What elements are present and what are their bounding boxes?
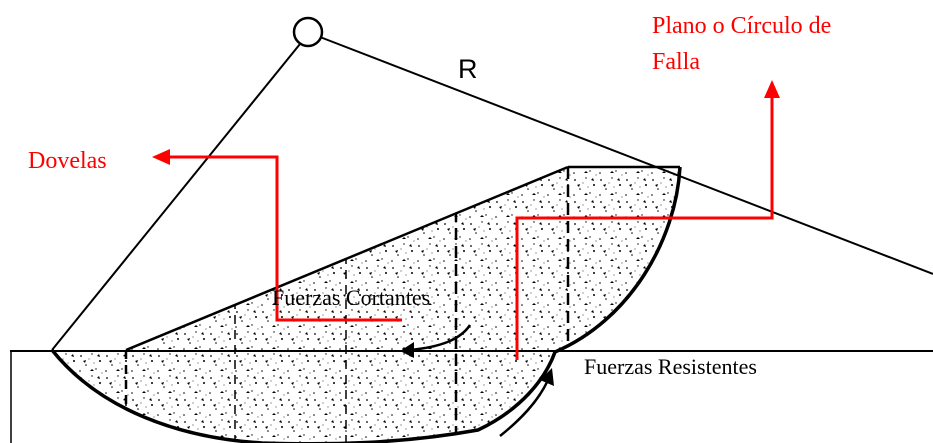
sliding-soil-mass (52, 167, 680, 443)
radius-line-right (319, 36, 933, 275)
radius-label: R (458, 54, 478, 84)
slices-label: Dovelas (28, 148, 107, 174)
shear-forces-label: Fuerzas Cortantes (272, 285, 431, 310)
slope-face-line (125, 165, 569, 352)
resisting-forces-label: Fuerzas Resistentes (584, 354, 757, 379)
slices-pointer-arrowhead (152, 149, 170, 165)
failure-plane-pointer-arrowhead (764, 80, 780, 98)
radius-line-left (51, 43, 301, 351)
failure-plane-pointer-line (515, 96, 774, 360)
circle-center-marker (292, 16, 324, 48)
shear-force-arrowhead (400, 342, 414, 358)
resisting-force-arrowhead (540, 368, 554, 386)
failure-plane-label-line1: Plano o Círculo de (652, 13, 832, 39)
failure-plane-label-line2: Falla (652, 49, 700, 75)
slices-pointer-line (168, 155, 402, 322)
shear-force-arrow (409, 324, 472, 352)
resisting-force-arrow (499, 379, 550, 437)
failure-arc (50, 166, 682, 443)
